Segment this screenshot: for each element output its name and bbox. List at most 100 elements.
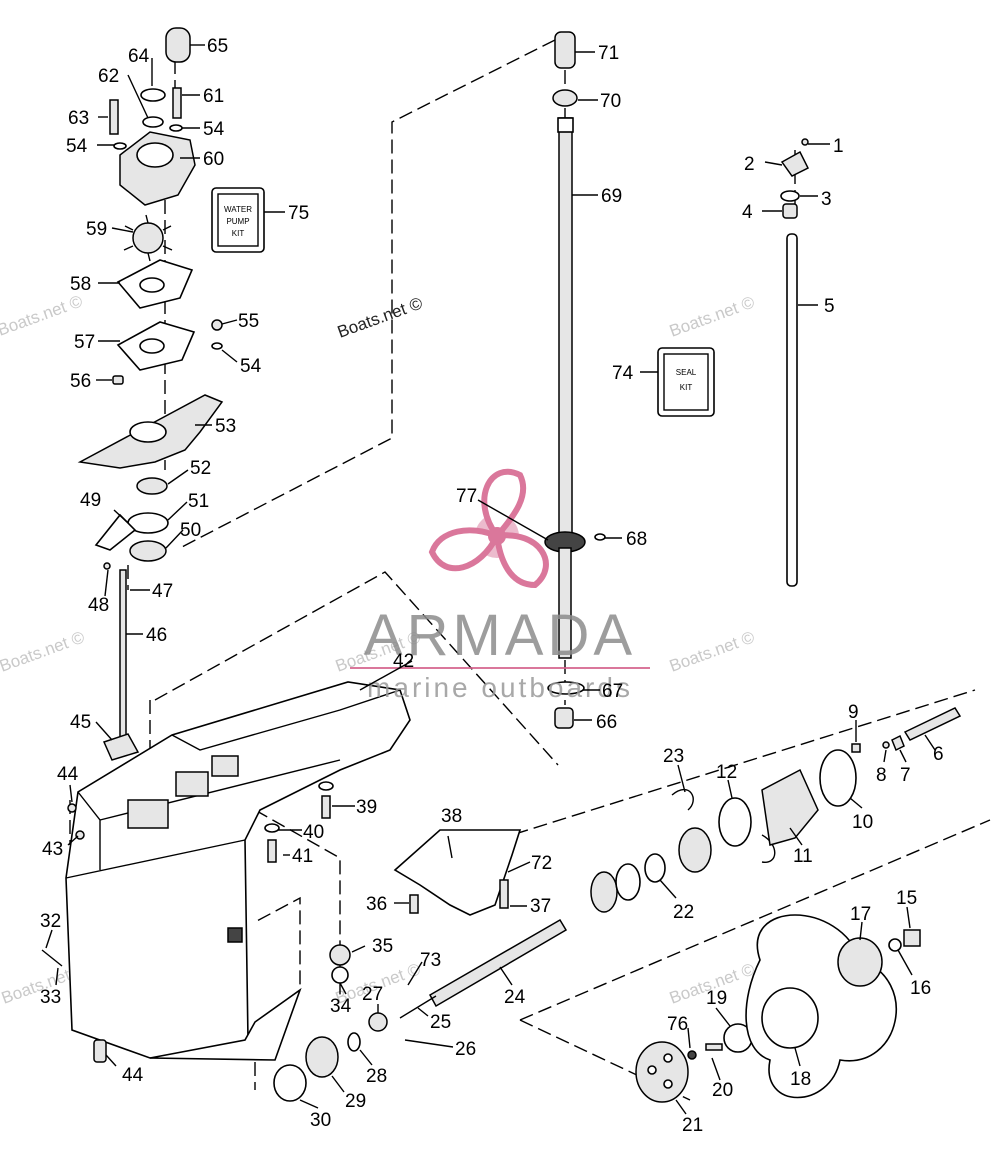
callout-53: 53 <box>215 416 236 437</box>
spinner-part <box>837 937 883 987</box>
callout-2: 2 <box>744 154 755 175</box>
washer-part <box>318 781 334 791</box>
callout-68: 68 <box>626 529 647 550</box>
callout-39: 39 <box>356 797 377 818</box>
stud-part <box>41 949 63 967</box>
bearing-part <box>273 1064 307 1102</box>
callout-77: 77 <box>456 486 477 507</box>
callout-21: 21 <box>682 1115 703 1136</box>
screw-part <box>409 894 419 914</box>
callout-27: 27 <box>362 984 383 1005</box>
callout-42: 42 <box>393 651 414 672</box>
gearcase-port <box>175 771 209 797</box>
gear-part <box>329 944 351 966</box>
bushing-part <box>782 203 798 219</box>
callout-40: 40 <box>303 822 324 843</box>
logo-tagline: marine outboards <box>367 672 633 703</box>
callout-15: 15 <box>896 888 917 909</box>
callout-3: 3 <box>821 189 832 210</box>
callout-22: 22 <box>673 902 694 923</box>
kit-label: WATER <box>224 205 252 214</box>
pin-part <box>211 319 223 331</box>
callout-5: 5 <box>824 296 835 317</box>
callout-23: 23 <box>663 746 684 767</box>
grommet-part <box>140 88 166 102</box>
callout-37: 37 <box>530 896 551 917</box>
callout-69: 69 <box>601 186 622 207</box>
callout-8: 8 <box>876 765 887 786</box>
propeller-group <box>635 914 921 1103</box>
callout-76: 76 <box>667 1014 688 1035</box>
callout-1: 1 <box>833 136 844 157</box>
callout-71: 71 <box>598 43 619 64</box>
callout-48: 48 <box>88 595 109 616</box>
kit-label: PUMP <box>226 217 249 226</box>
callout-65: 65 <box>207 36 228 57</box>
callout-44b: 44 <box>122 1065 144 1086</box>
coupler-part <box>102 733 140 761</box>
cover-plate-part <box>393 829 522 916</box>
callout-11: 11 <box>793 846 813 867</box>
callout-73: 73 <box>420 950 441 971</box>
washer-part <box>780 190 800 202</box>
bracket-part <box>780 150 810 177</box>
washer-part <box>687 1050 697 1060</box>
washer-part <box>211 342 223 350</box>
shift-shaft-part <box>119 569 127 741</box>
washer-part <box>882 741 890 749</box>
gasket-part <box>94 513 137 551</box>
callout-38: 38 <box>441 806 462 827</box>
callout-25: 25 <box>430 1012 451 1033</box>
callout-74: 74 <box>612 363 634 384</box>
callout-labels: 1 2 3 4 5 6 7 8 9 10 11 12 15 16 17 18 1… <box>40 36 944 1136</box>
propeller-logo-icon <box>428 468 549 589</box>
screw-part <box>321 795 331 819</box>
drive-shaft-part <box>558 117 573 539</box>
callout-36: 36 <box>366 894 387 915</box>
dowel-part <box>112 375 124 385</box>
bearing-carrier-part <box>678 827 712 873</box>
callout-9: 9 <box>848 702 859 723</box>
callout-35: 35 <box>372 936 393 957</box>
gear-part <box>590 871 618 913</box>
callout-58: 58 <box>70 274 91 295</box>
bushing-part <box>554 31 576 69</box>
watermark-text: Boats.net © <box>335 293 426 341</box>
watermark-text: Boats.net © <box>667 292 758 340</box>
water-pump-stack <box>77 27 224 562</box>
callout-24: 24 <box>504 987 526 1008</box>
gearcase-port <box>127 799 169 829</box>
callout-7: 7 <box>900 765 911 786</box>
washer-part <box>888 938 902 952</box>
callout-59: 59 <box>86 219 107 240</box>
callout-leaders <box>45 44 936 1115</box>
plug-part <box>93 1039 107 1063</box>
o-ring-part <box>819 749 857 807</box>
clutch-dog-part <box>368 1012 388 1032</box>
bolt-part <box>903 707 962 741</box>
pin-part <box>705 1043 723 1051</box>
callout-61: 61 <box>203 86 224 107</box>
callout-26: 26 <box>455 1039 476 1060</box>
shift-link-parts <box>102 562 140 761</box>
washer-part <box>169 124 183 132</box>
thrust-hub-part <box>635 1041 689 1103</box>
pin-part <box>103 562 111 570</box>
washer-part <box>264 823 280 833</box>
kit-label: KIT <box>232 229 245 238</box>
bearing-housing-part <box>761 768 819 846</box>
plate-hole <box>139 277 165 293</box>
screw-part <box>109 99 119 135</box>
kit-label: SEAL <box>676 368 697 377</box>
screw-part <box>75 830 85 840</box>
pump-housing-bore <box>136 142 174 168</box>
shift-rod-stack <box>780 138 810 587</box>
washer-part <box>113 142 127 150</box>
armada-logo: ARMADA marine outboards <box>350 468 650 703</box>
callout-57: 57 <box>74 332 95 353</box>
callout-6: 6 <box>933 744 944 765</box>
callout-47: 47 <box>152 581 173 602</box>
drain-plug <box>227 927 243 943</box>
kit-label: KIT <box>680 383 693 392</box>
callout-28: 28 <box>366 1066 387 1087</box>
